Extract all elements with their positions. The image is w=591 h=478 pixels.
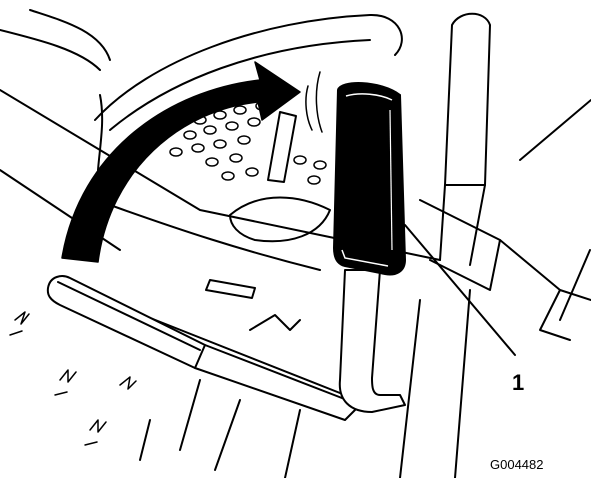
parking-brake-lever-icon: [332, 82, 407, 413]
lever-lowered-position: [46, 275, 361, 421]
seat-outline: [0, 9, 403, 171]
grass-tufts: [9, 311, 137, 446]
motion-marks: [305, 71, 323, 133]
control-post: [399, 12, 591, 478]
callout-number: 1: [512, 370, 525, 395]
curved-arrow-icon: [61, 61, 301, 263]
callout-leader-line: [404, 224, 516, 356]
figure-id: G004482: [490, 457, 544, 472]
